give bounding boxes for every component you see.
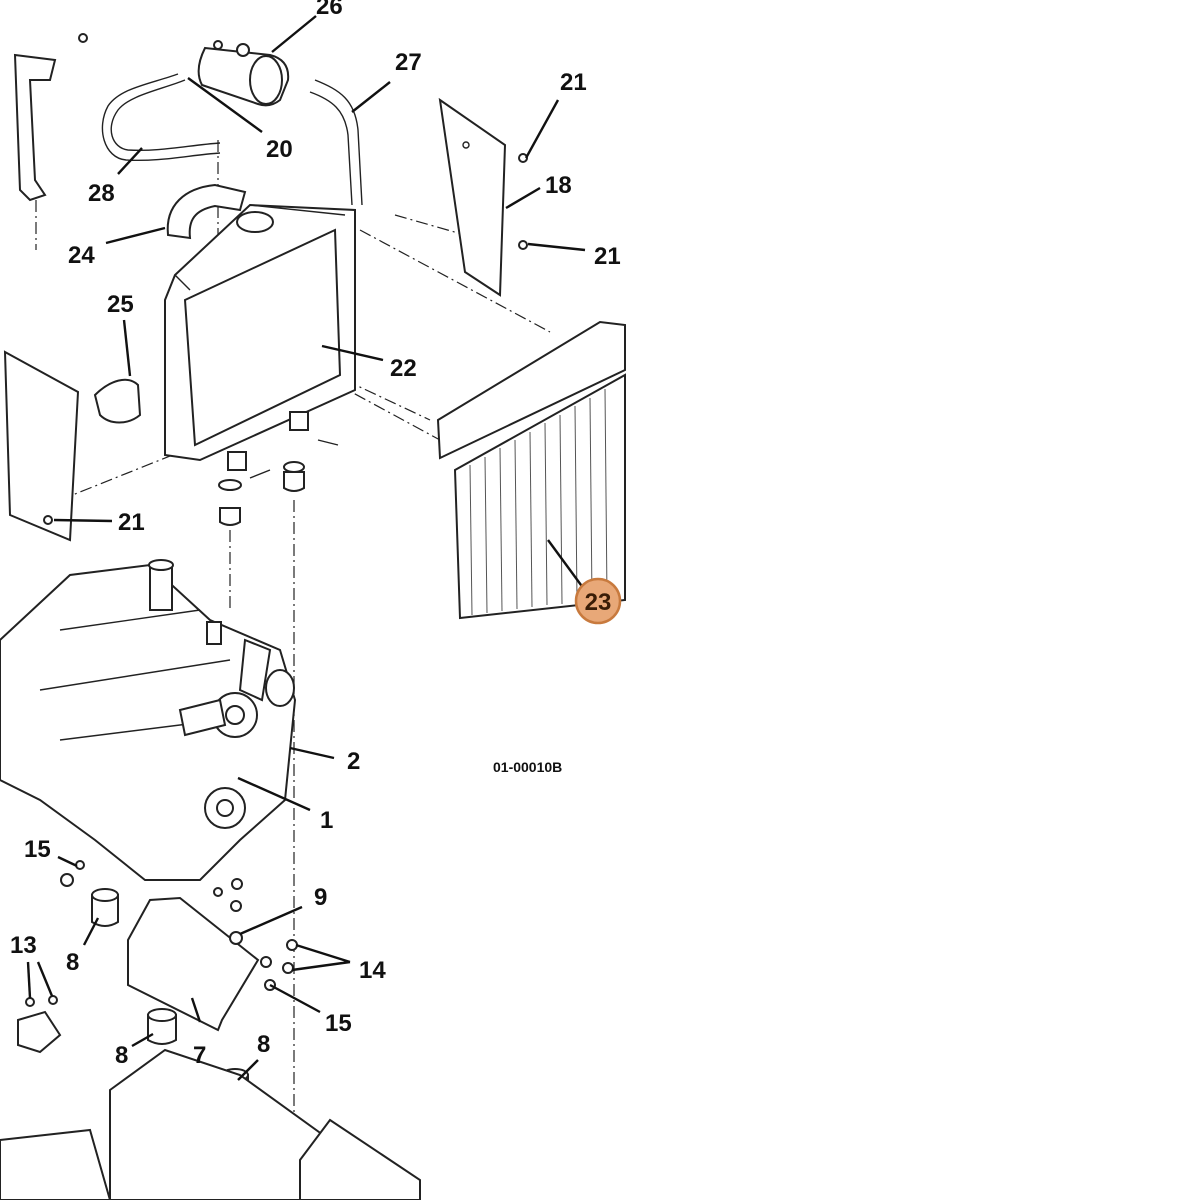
bracket-left-top [13, 53, 57, 202]
callout-20: 20 [266, 136, 293, 163]
side-shroud-18 [438, 97, 507, 297]
highlight-label: 23 [585, 589, 612, 616]
callout-labels: 26 27 21 20 18 28 24 21 25 22 21 2 1 15 … [10, 0, 621, 1069]
callout-15: 15 [325, 1010, 352, 1037]
callout-14: 14 [359, 957, 386, 984]
callout-22: 22 [390, 355, 417, 382]
engine [0, 559, 297, 881]
callout-28: 28 [88, 180, 115, 207]
callout-2: 2 [347, 748, 360, 775]
callout-1: 1 [320, 807, 333, 834]
radiator-hose-27-edge [309, 91, 353, 206]
callout-15: 15 [24, 836, 51, 863]
hose-25 [93, 378, 142, 424]
callout-8: 8 [257, 1031, 270, 1058]
highlighted-callout-23[interactable]: 23 [574, 577, 622, 625]
callout-27: 27 [395, 49, 422, 76]
engine-bracket-7 [127, 896, 260, 1032]
highlight-circle[interactable] [574, 577, 622, 625]
callout-21: 21 [560, 69, 587, 96]
hardware [25, 33, 528, 1007]
radiator-mounts [218, 439, 339, 526]
shroud-hole [462, 141, 470, 149]
callout-13: 13 [10, 932, 37, 959]
callout-7: 7 [193, 1042, 206, 1069]
callout-24: 24 [68, 242, 95, 269]
radiator-hose-27 [314, 79, 363, 206]
side-panel-left [3, 350, 80, 542]
callout-8: 8 [115, 1042, 128, 1069]
callout-18: 18 [545, 172, 572, 199]
screen-fins [469, 388, 608, 616]
callout-9: 9 [314, 884, 327, 911]
overflow-hose-edge [101, 73, 221, 162]
radiator-screen [436, 320, 626, 620]
callout-25: 25 [107, 291, 134, 318]
callout-26: 26 [316, 0, 343, 20]
callout-8: 8 [66, 949, 79, 976]
callout-21: 21 [594, 243, 621, 270]
leader-lines [26, 15, 593, 1081]
overflow-hose [110, 79, 221, 152]
coolant-reservoir [197, 40, 290, 107]
callout-21: 21 [118, 509, 145, 536]
radiator [164, 203, 356, 471]
figure-code: 01-00010B [493, 759, 562, 775]
sensor-13 [17, 1010, 62, 1054]
upper-hose [166, 183, 247, 240]
frame [0, 1048, 421, 1200]
